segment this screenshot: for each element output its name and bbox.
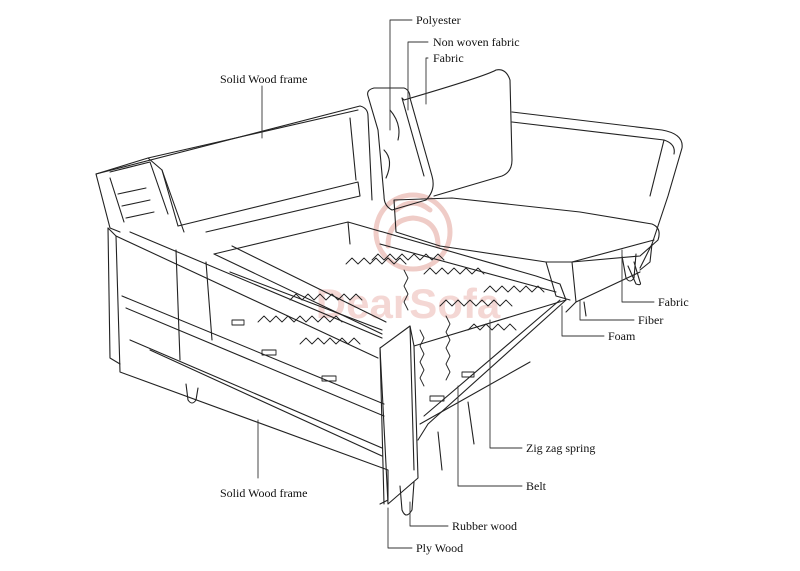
front-frame — [107, 227, 389, 505]
label-ply-wood: Ply Wood — [416, 541, 464, 555]
leader-fabric-right — [621, 249, 655, 303]
leader-lines — [257, 19, 655, 549]
seat-cushion — [393, 197, 660, 313]
label-fiber: Fiber — [638, 313, 664, 327]
label-zig-zag-spring: Zig zag spring — [526, 441, 596, 455]
right-arm — [511, 111, 683, 271]
leader-fabric-top — [425, 57, 429, 105]
watermark-logo: DearSofa — [316, 192, 501, 327]
leader-polyester — [389, 19, 413, 131]
label-fabric-top: Fabric — [433, 51, 464, 65]
side-panel — [379, 325, 419, 505]
label-polyester: Polyester — [416, 13, 461, 27]
back-cushion — [367, 69, 513, 211]
watermark-text: DearSofa — [316, 280, 501, 327]
leader-foam — [561, 305, 605, 337]
zig-zag-springs — [257, 253, 545, 387]
left-arm-frame — [95, 105, 373, 233]
label-fabric-right: Fabric — [658, 295, 689, 309]
leader-ply-wood — [387, 507, 413, 549]
label-solid-wood-frame-bottom: Solid Wood frame — [220, 486, 308, 500]
leader-fiber — [579, 299, 635, 321]
label-foam: Foam — [608, 329, 636, 343]
label-rubber-wood: Rubber wood — [452, 519, 517, 533]
leader-non-woven-fabric — [407, 41, 429, 111]
label-non-woven-fabric: Non woven fabric — [433, 35, 520, 49]
label-solid-wood-frame-top: Solid Wood frame — [220, 72, 308, 86]
label-belt: Belt — [526, 479, 546, 493]
leader-zig-zag-spring — [489, 319, 523, 449]
leader-rubber-wood — [409, 501, 449, 527]
seat-frame-rails — [213, 221, 567, 471]
sofa-legs — [185, 253, 637, 516]
leader-belt — [457, 385, 523, 487]
belts — [231, 319, 475, 402]
